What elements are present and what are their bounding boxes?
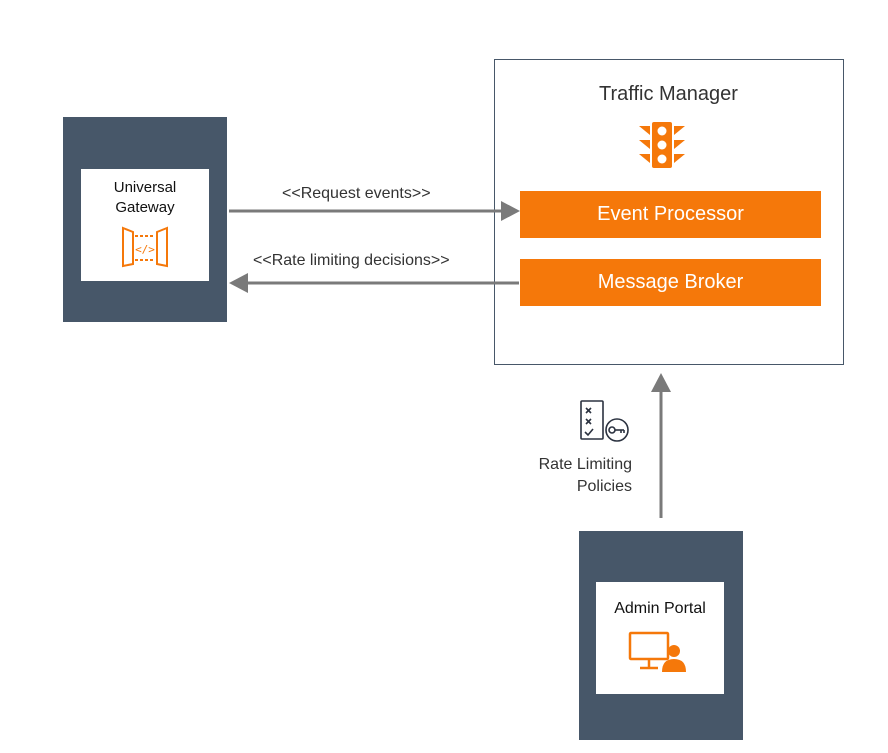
- event-processor-bar: Event Processor: [520, 191, 821, 238]
- traffic-manager-box: Traffic Manager Event Processor Message …: [494, 59, 844, 365]
- admin-card: Admin Portal: [596, 582, 724, 694]
- monitor-user-icon: [628, 631, 686, 672]
- api-gateway-icon: </>: [122, 226, 168, 268]
- admin-panel: Admin Portal: [579, 531, 743, 740]
- message-broker-bar: Message Broker: [520, 259, 821, 306]
- traffic-light-icon: [639, 122, 685, 168]
- svg-text:</>: </>: [135, 243, 155, 256]
- traffic-manager-title: Traffic Manager: [599, 83, 738, 105]
- gateway-title-line2: Gateway: [115, 199, 175, 216]
- policies-arrow: [651, 373, 671, 518]
- admin-portal-title: Admin Portal: [614, 600, 706, 617]
- gateway-title-line1: Universal: [113, 179, 177, 196]
- policy-key-icon: [580, 400, 629, 442]
- rate-limiting-decisions-arrow: [229, 273, 519, 293]
- policies-label-line2: Policies: [576, 478, 632, 495]
- policies-label-line1: Rate Limiting: [538, 456, 632, 473]
- gateway-card: Universal Gateway </>: [81, 169, 209, 281]
- gateway-panel: Universal Gateway </>: [63, 117, 227, 322]
- rate-limiting-decisions-label: <<Rate limiting decisions>>: [253, 252, 450, 269]
- request-events-arrow: [229, 201, 520, 221]
- request-events-label: <<Request events>>: [282, 185, 431, 202]
